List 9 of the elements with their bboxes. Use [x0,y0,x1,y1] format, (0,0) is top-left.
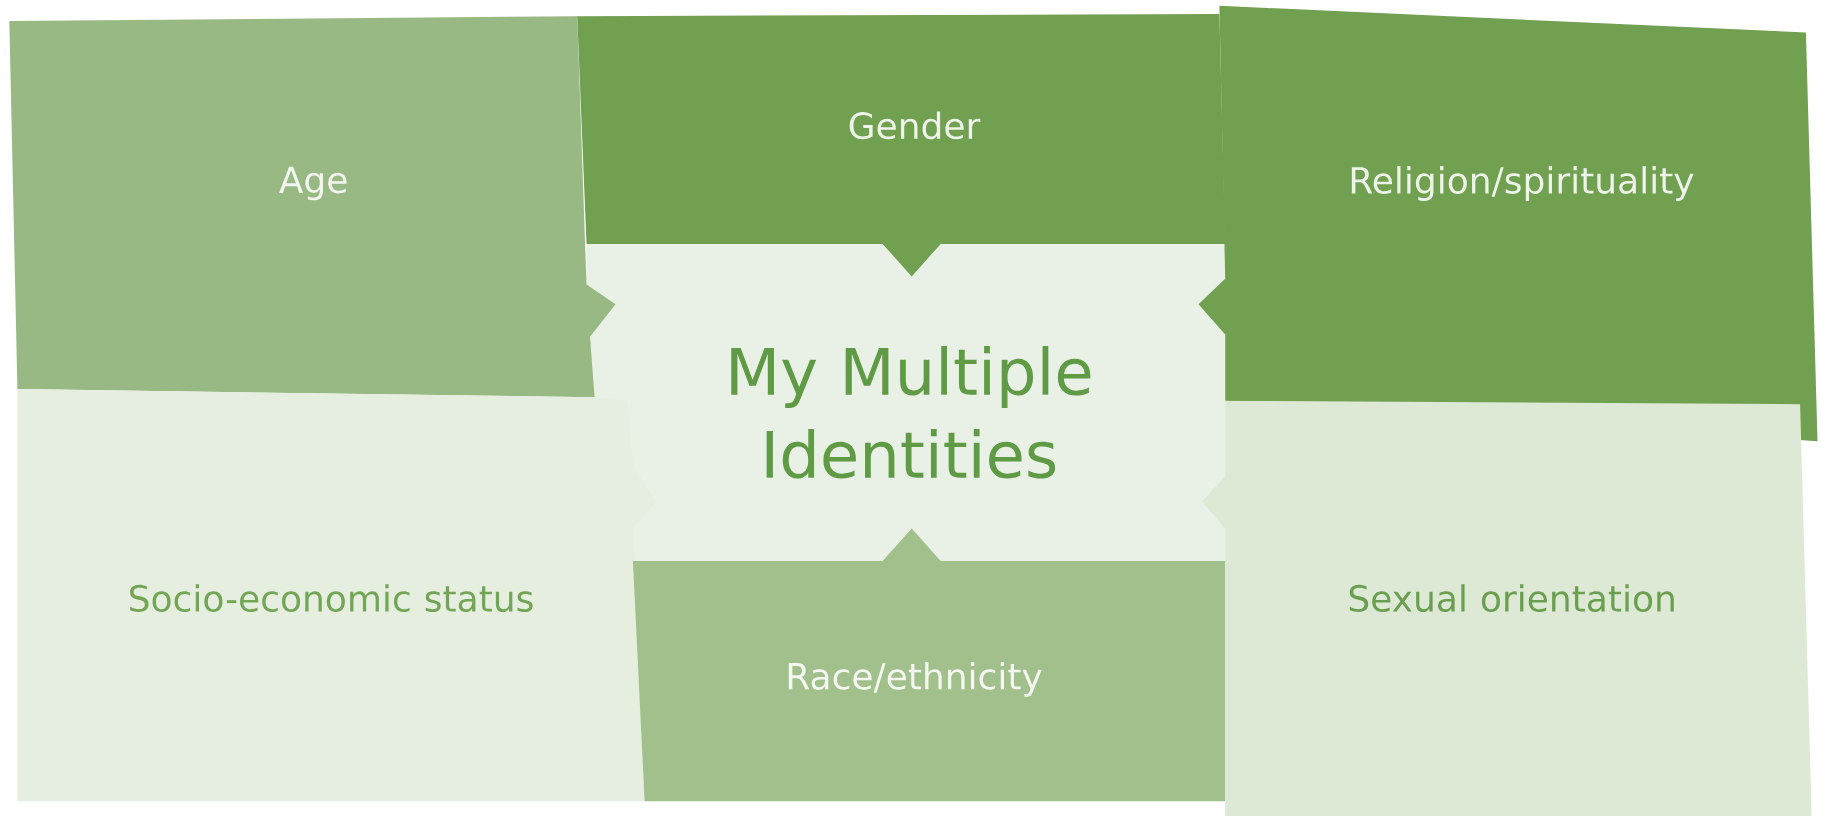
identity-box: Age [9,16,616,398]
identity-box: Socio-economic status [17,389,657,802]
node-label: Gender [849,111,981,140]
identity-box: Gender [577,13,1226,277]
identity-box: Religion/spirituality [1198,5,1818,442]
node-label: Religion/spirituality [1351,166,1694,201]
identity-box: Sexual orientation [1202,400,1812,816]
identity-box: My Multiple Identities [586,243,1226,561]
identity-box: Race/ethnicity [632,528,1226,802]
